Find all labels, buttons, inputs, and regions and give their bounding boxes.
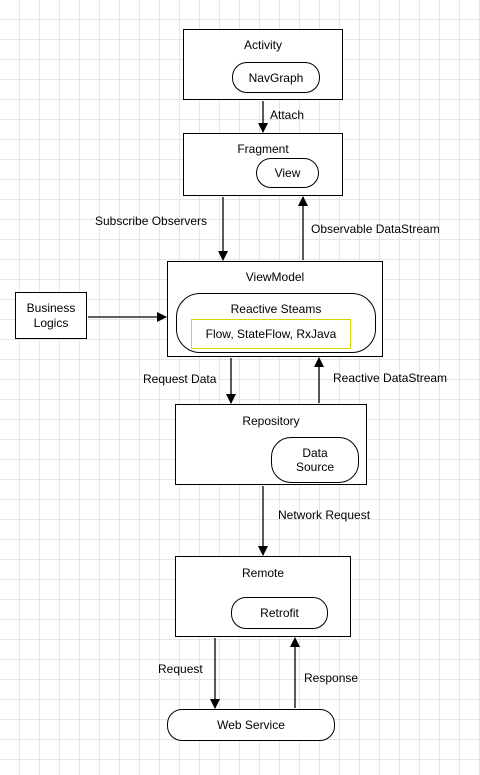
activity-title: Activity bbox=[243, 38, 282, 52]
attach-label: Attach bbox=[270, 108, 305, 122]
fragment-box: Fragment View bbox=[183, 133, 343, 196]
subscribe-observers-label: Subscribe Observers bbox=[95, 214, 208, 228]
business-logics-line1: Business bbox=[26, 300, 76, 315]
repository-title: Repository bbox=[242, 414, 300, 428]
navgraph-pill: NavGraph bbox=[232, 62, 320, 93]
observable-datastream-label: Observable DataStream bbox=[311, 222, 440, 236]
repository-box: Repository Data Source bbox=[175, 404, 367, 485]
view-pill: View bbox=[256, 158, 319, 188]
network-request-label: Network Request bbox=[278, 508, 371, 522]
activity-box: Activity NavGraph bbox=[183, 29, 343, 100]
data-source-line2: Source bbox=[295, 460, 335, 474]
remote-title: Remote bbox=[241, 566, 285, 580]
request-data-label: Request Data bbox=[143, 372, 217, 386]
reactive-datastream-label: Reactive DataStream bbox=[333, 371, 448, 385]
fragment-title: Fragment bbox=[237, 142, 289, 156]
remote-box: Remote Retrofit bbox=[175, 556, 351, 637]
web-service-pill: Web Service bbox=[167, 709, 335, 741]
business-logics-line2: Logics bbox=[33, 315, 69, 330]
business-logics-box: Business Logics bbox=[15, 292, 87, 339]
data-source-line1: Data bbox=[302, 446, 328, 460]
viewmodel-box: ViewModel Reactive Steams Flow, StateFlo… bbox=[167, 261, 383, 357]
data-source-pill: Data Source bbox=[271, 437, 359, 483]
reactive-streams-container: Reactive Steams Flow, StateFlow, RxJava bbox=[176, 293, 376, 353]
reactive-streams-title: Reactive Steams bbox=[230, 302, 322, 316]
response-label: Response bbox=[304, 671, 359, 685]
retrofit-pill: Retrofit bbox=[231, 597, 328, 629]
reactive-libs-box: Flow, StateFlow, RxJava bbox=[191, 319, 351, 349]
request-label: Request bbox=[158, 662, 203, 676]
viewmodel-title: ViewModel bbox=[245, 270, 305, 284]
